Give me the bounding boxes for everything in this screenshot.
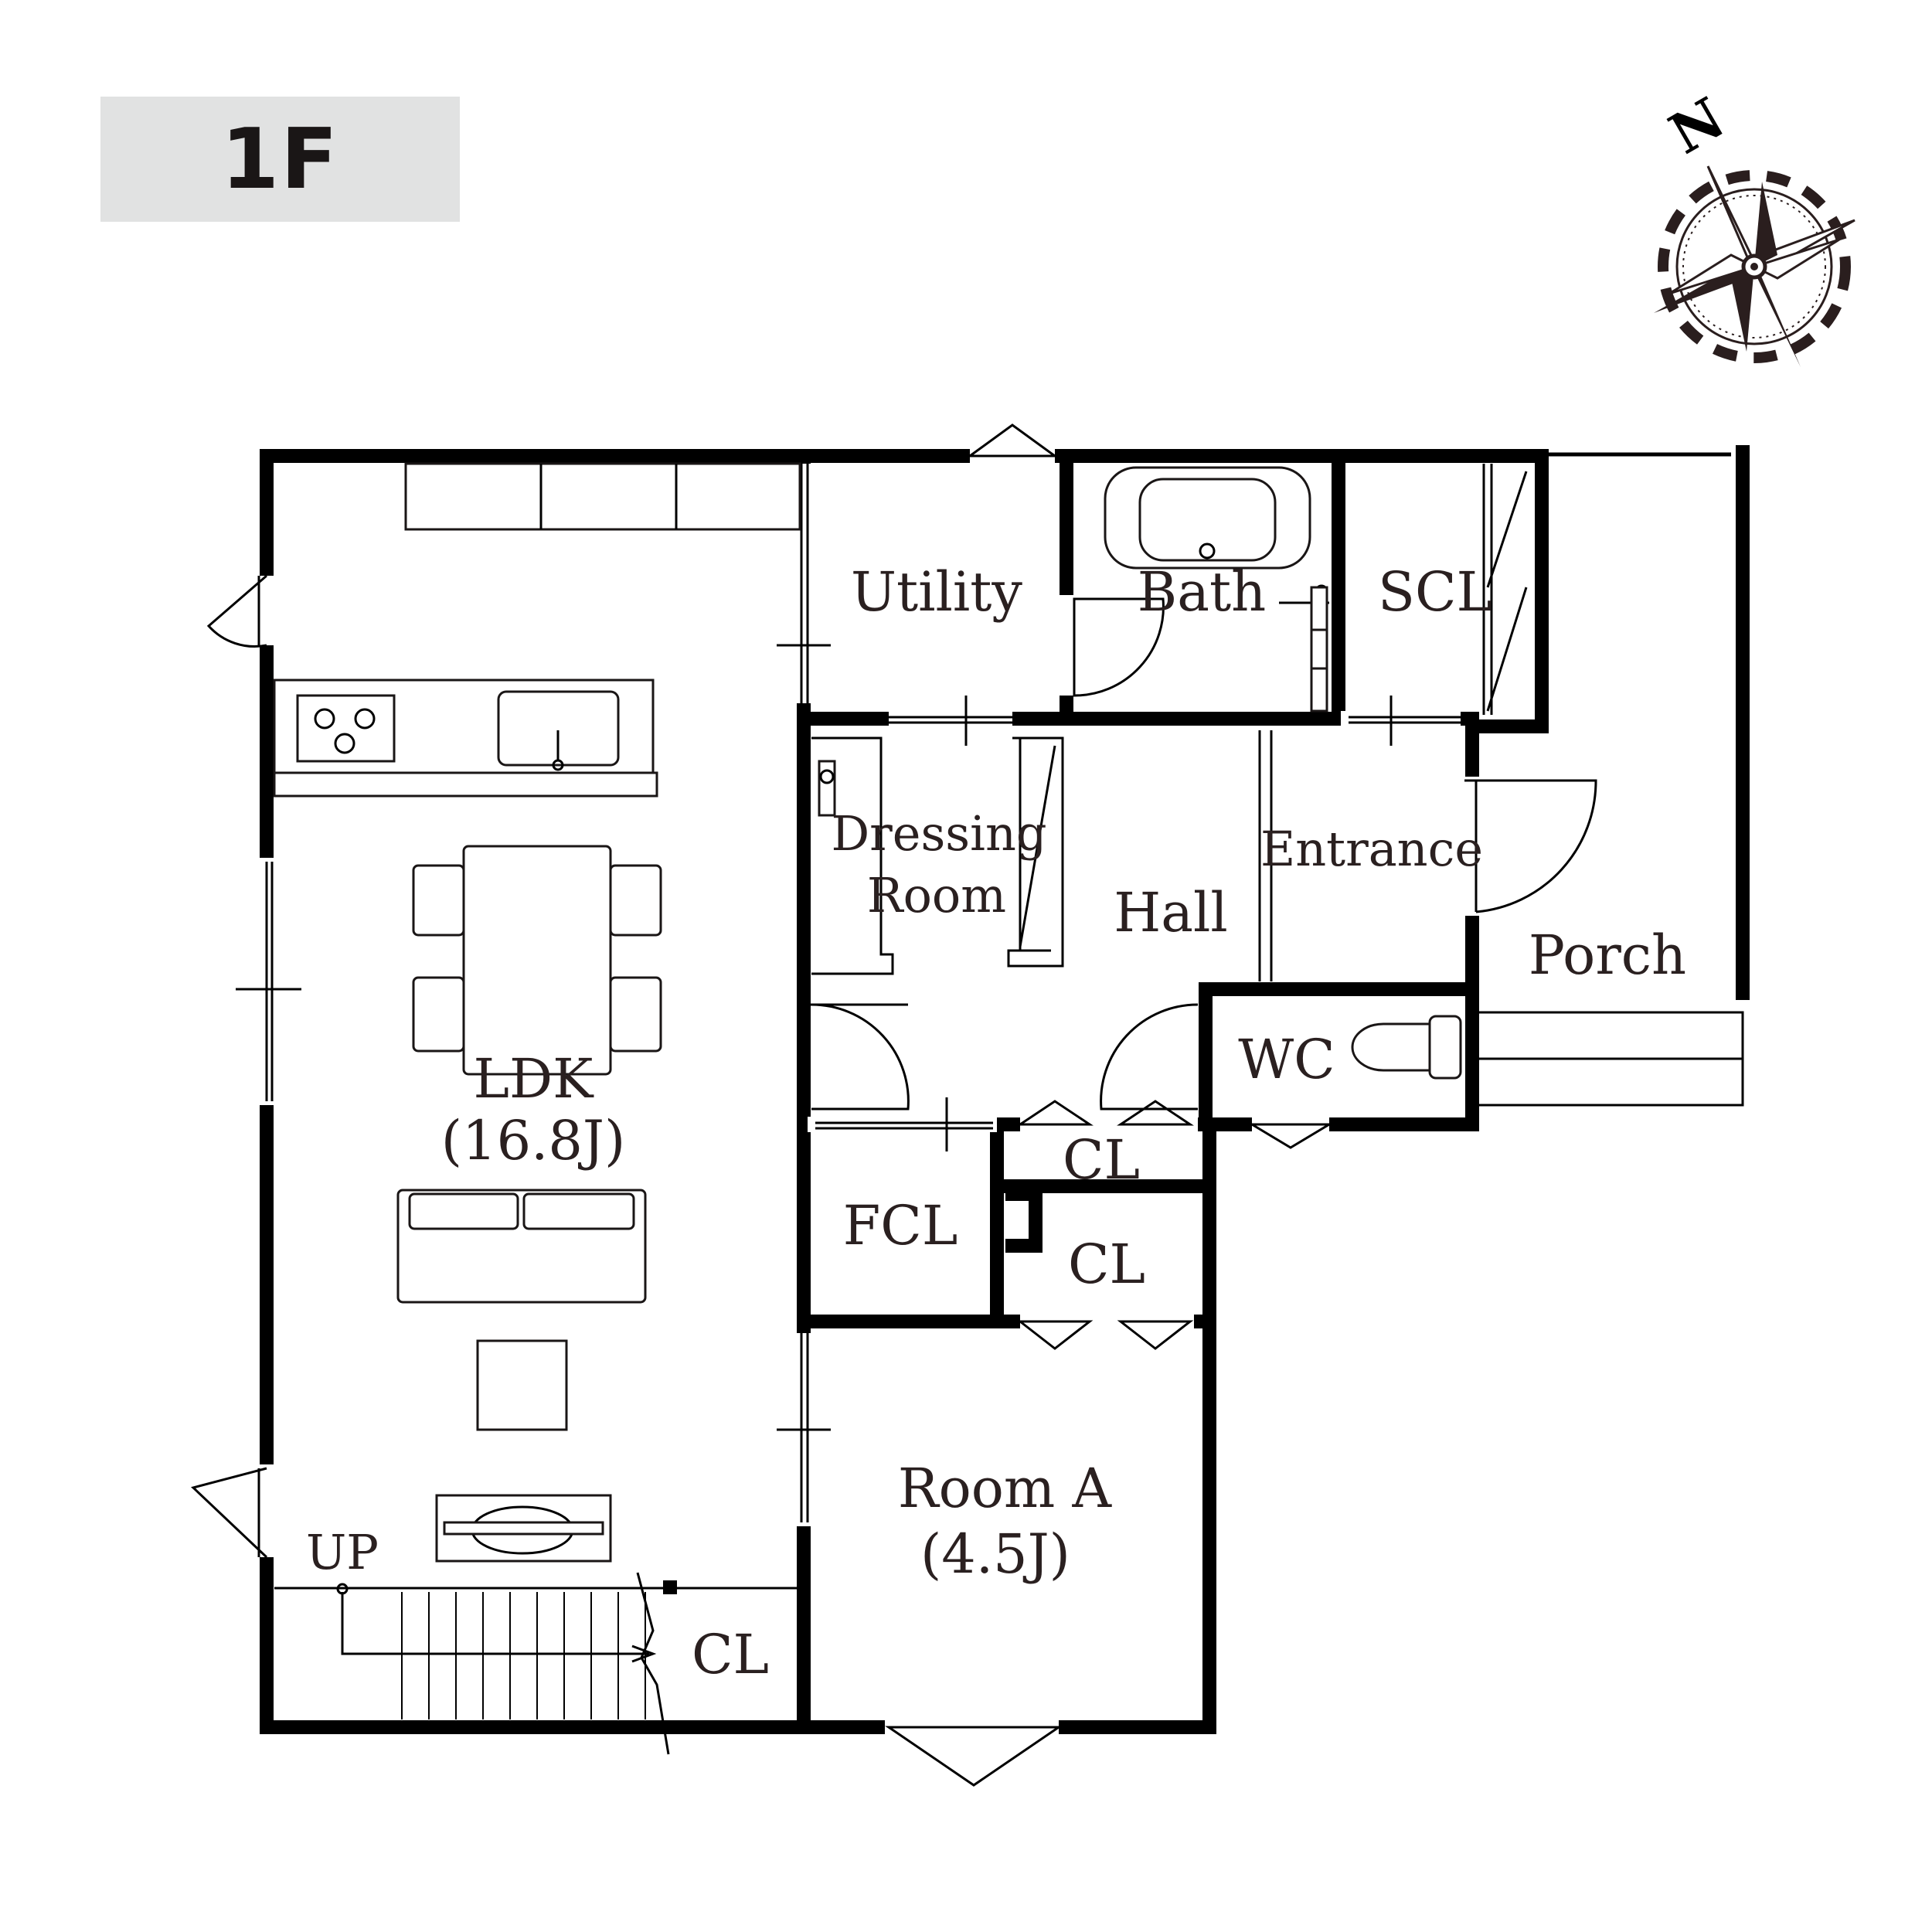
windows — [236, 423, 1461, 1787]
room-label-entrance: Entrance — [1260, 821, 1483, 877]
chair — [609, 864, 662, 937]
room-label-cl-lower: CL — [1068, 1233, 1145, 1296]
sink-icon — [497, 690, 620, 767]
room-label-fcl: FCL — [843, 1194, 958, 1257]
dining-table — [462, 845, 612, 1076]
hall-entrance-step — [1258, 730, 1273, 981]
stair-up-label: UP — [306, 1524, 379, 1580]
north-label: N — [1658, 84, 1735, 167]
compass-rose-icon — [1654, 165, 1855, 367]
toilet-icon — [1351, 1015, 1462, 1080]
room-label-utility: Utility — [851, 560, 1022, 624]
coffee-table — [476, 1339, 568, 1431]
kitchen-fixtures — [273, 462, 801, 798]
floor-label: 1F — [221, 111, 339, 208]
room-label-bath: Bath — [1138, 560, 1266, 624]
living-set — [396, 1189, 647, 1563]
interior-walls — [797, 449, 1479, 1734]
dining-set — [412, 845, 662, 1076]
room-label-scl: SCL — [1378, 560, 1492, 624]
room-label-stair-cl: CL — [692, 1623, 769, 1686]
floor-label-badge: 1F — [100, 97, 460, 222]
porch — [1472, 452, 1744, 1107]
room-label-dressing-room: Room — [867, 867, 1006, 923]
room-label-room-a: Room A — [898, 1457, 1113, 1520]
room-label-ldk-size: (16.8J) — [441, 1109, 626, 1172]
washbasin-icon — [818, 760, 836, 817]
chair — [412, 864, 465, 937]
staircase — [274, 1572, 804, 1755]
room-label-room-a-size: (4.5J) — [920, 1522, 1070, 1586]
doors — [191, 574, 1597, 1559]
room-label-cl-upper: CL — [1063, 1128, 1140, 1192]
scl-shelving — [1482, 464, 1528, 715]
room-label-wc: WC — [1238, 1028, 1335, 1091]
room-label-hall: Hall — [1114, 881, 1228, 944]
chair — [412, 976, 465, 1053]
stove-icon — [296, 694, 396, 763]
chair — [609, 976, 662, 1053]
bath-fixtures — [1104, 466, 1329, 713]
dressing-fixtures — [811, 736, 1064, 975]
room-label-dressing: Dressing — [831, 805, 1046, 862]
room-label-porch: Porch — [1529, 923, 1686, 987]
room-label-ldk: LDK — [474, 1047, 595, 1111]
